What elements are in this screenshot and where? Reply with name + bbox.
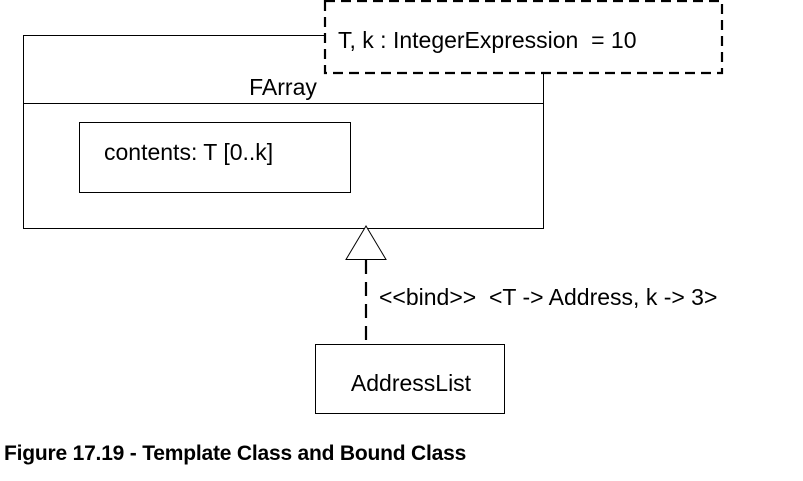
bound-class-box xyxy=(315,344,505,414)
attribute-text: contents: T [0..k] xyxy=(104,139,273,165)
bind-arrowhead xyxy=(345,225,387,260)
attribute-box xyxy=(79,122,351,193)
template-parameter-box: T, k : IntegerExpression = 10 xyxy=(323,0,724,75)
template-class-name: FArray xyxy=(249,74,317,100)
figure-caption: Figure 17.19 - Template Class and Bound … xyxy=(4,442,467,465)
bind-label: <<bind>> <T -> Address, k -> 3> xyxy=(379,284,717,310)
template-parameters-text: T, k : IntegerExpression = 10 xyxy=(338,27,637,53)
bound-class: AddressList xyxy=(315,344,505,414)
template-parameter-border xyxy=(323,0,724,75)
bind-dependency: <<bind>> <T -> Address, k -> 3> xyxy=(345,225,717,344)
bound-class-name: AddressList xyxy=(351,370,472,396)
